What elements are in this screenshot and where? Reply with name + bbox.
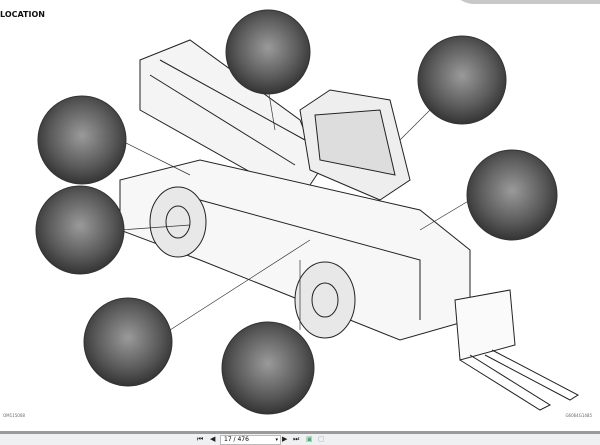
- wheel-rear-left: [294, 261, 356, 339]
- detail-photo-valve: [466, 149, 558, 241]
- single-page-view-icon[interactable]: ▣: [306, 435, 313, 443]
- detail-photo-hydraulic: [37, 95, 127, 185]
- forks: [459, 349, 580, 411]
- two-page-view-icon[interactable]: ▢: [318, 435, 325, 443]
- previous-page-icon[interactable]: ◀: [210, 435, 216, 443]
- fork-carriage: [454, 289, 516, 361]
- last-page-icon[interactable]: ⏭: [293, 435, 300, 443]
- next-page-icon[interactable]: ▶: [282, 435, 288, 443]
- footer-left-code: OM115008: [3, 413, 25, 418]
- page-number-field[interactable]: 17 / 476 ▾: [220, 435, 281, 445]
- page-edge-decoration: [450, 0, 600, 4]
- detail-photo-axle: [83, 297, 173, 387]
- detail-photo-transmission: [221, 321, 315, 415]
- page-number-text: 17 / 476: [224, 436, 249, 443]
- footer-right-code: G6064G1485: [565, 413, 592, 418]
- machine-illustration: [35, 9, 580, 415]
- chevron-down-icon[interactable]: ▾: [275, 437, 278, 443]
- document-page: LOCATION: [0, 0, 600, 418]
- detail-photo-engine: [35, 185, 125, 275]
- page-separator: [0, 431, 600, 434]
- page-title: LOCATION: [0, 10, 45, 19]
- first-page-icon[interactable]: ⏮: [197, 435, 204, 443]
- detail-photo-plate: [417, 35, 507, 125]
- detail-photo-cab-door: [225, 9, 311, 95]
- wheel-front-left: [149, 186, 207, 258]
- pdf-toolbar: ⏮ ◀ 17 / 476 ▾ ▶ ⏭ ▣ ▢: [0, 434, 600, 445]
